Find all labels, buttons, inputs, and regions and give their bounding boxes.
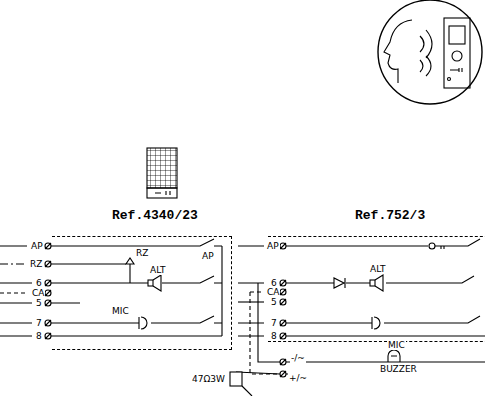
terminal-label: AP [30, 241, 44, 251]
terminal-label: 7 [270, 318, 278, 328]
device-box: Ref.752/3 [268, 208, 485, 342]
terminal-label: CA [266, 287, 280, 297]
terminal-label: ALT [149, 265, 166, 275]
terminal-label: BUZZER [379, 364, 418, 374]
terminal-label: ALT [369, 264, 386, 274]
device-box: Ref.4340/23 [52, 208, 232, 350]
terminal-label: -/~ [290, 353, 306, 363]
terminal-label: 8 [35, 331, 43, 341]
terminal-label: 5 [35, 298, 43, 308]
terminal-label: RZ [29, 259, 43, 269]
model-reference: Ref.4340/23 [112, 208, 198, 224]
terminal-label: 7 [35, 318, 43, 328]
terminal-label: CA [31, 288, 45, 298]
terminal-label: 47Ω3W [191, 374, 226, 384]
model-reference: Ref.752/3 [355, 208, 425, 224]
terminal-label: AP [201, 251, 215, 261]
terminal-label: MIC [111, 306, 130, 316]
terminal-label: 5 [270, 297, 278, 307]
dashed-housing [268, 236, 485, 342]
terminal-label: MIC [387, 340, 406, 350]
terminal-label: RZ [135, 248, 149, 258]
terminal-label: 6 [35, 278, 43, 288]
terminal-label: AP [266, 241, 280, 251]
terminal-label: 8 [270, 331, 278, 341]
terminal-label: +/~ [288, 373, 308, 383]
